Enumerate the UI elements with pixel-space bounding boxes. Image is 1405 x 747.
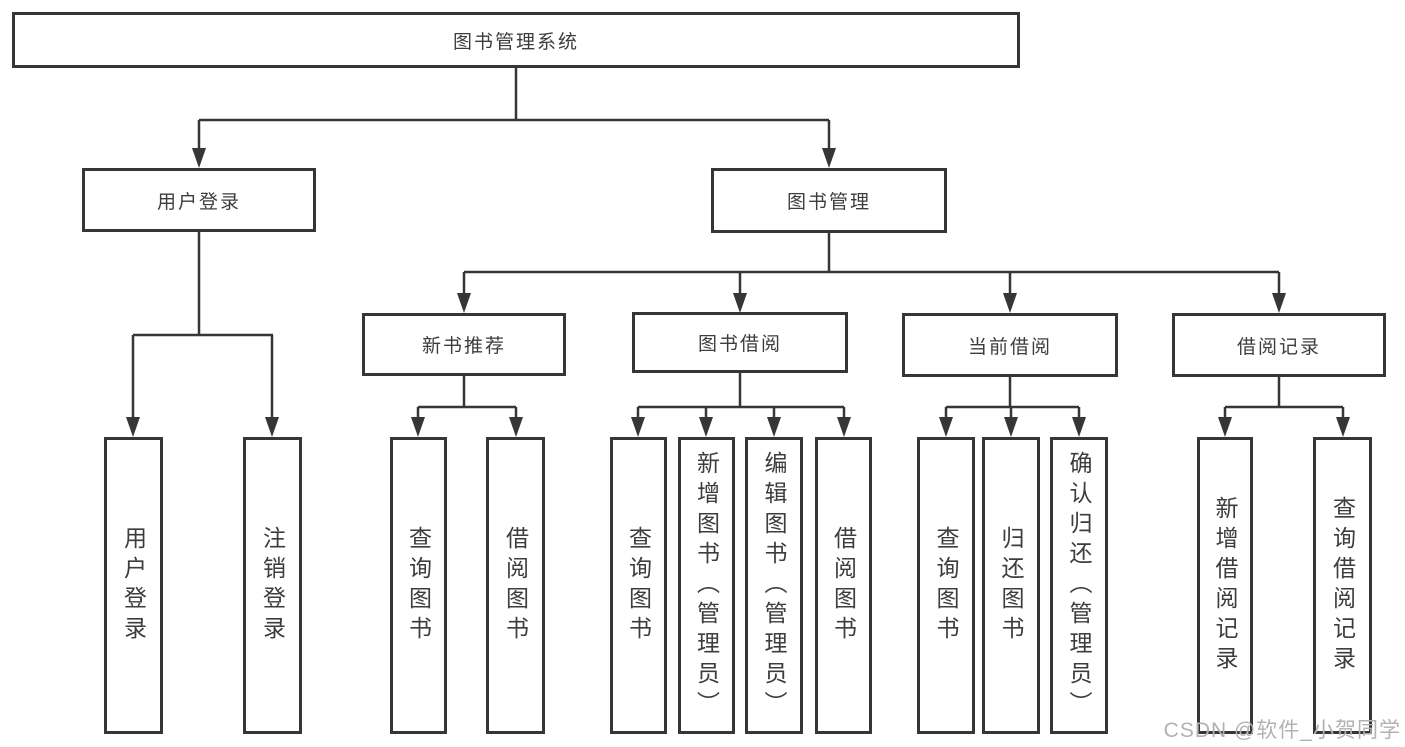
arrowhead-icons bbox=[126, 148, 1350, 437]
node-borrow-books-borrowing: 借阅图书 bbox=[815, 437, 872, 734]
node-label: 归还图书 bbox=[998, 525, 1024, 646]
node-book-management: 图书管理 bbox=[711, 168, 947, 233]
node-label: 用户登录 bbox=[156, 191, 241, 213]
node-label: 注销登录 bbox=[259, 525, 286, 646]
node-borrow-books-recommend: 借阅图书 bbox=[486, 437, 545, 734]
csdn-watermark: CSDN @软件_小贺同学 bbox=[1163, 719, 1401, 742]
node-label: 当前借阅 bbox=[967, 336, 1052, 358]
node-label: 新增图书（管理员） bbox=[693, 450, 720, 721]
node-label: 查询图书 bbox=[405, 525, 432, 646]
node-library-management-system: 图书管理系统 bbox=[12, 12, 1020, 68]
node-label: 借阅图书 bbox=[830, 525, 857, 646]
node-query-borrow-record: 查询借阅记录 bbox=[1313, 437, 1372, 734]
node-user-login: 用户登录 bbox=[82, 168, 316, 232]
node-label: 查询图书 bbox=[625, 525, 652, 646]
node-label: 新增借阅记录 bbox=[1212, 495, 1238, 676]
node-label: 查询图书 bbox=[933, 525, 959, 646]
node-query-books-current: 查询图书 bbox=[917, 437, 975, 734]
node-label: 查询借阅记录 bbox=[1329, 495, 1356, 676]
node-user-login-action: 用户登录 bbox=[104, 437, 163, 734]
node-book-borrowing: 图书借阅 bbox=[632, 312, 848, 373]
node-label: 图书管理系统 bbox=[452, 31, 579, 53]
node-label: 图书管理 bbox=[786, 192, 871, 213]
node-query-books-borrowing: 查询图书 bbox=[610, 437, 667, 734]
node-label: 借阅记录 bbox=[1236, 336, 1321, 358]
node-label: 借阅图书 bbox=[502, 525, 529, 646]
node-return-book: 归还图书 bbox=[982, 437, 1040, 734]
node-label: 确认归还（管理员） bbox=[1066, 450, 1092, 721]
node-new-book-recommend: 新书推荐 bbox=[362, 313, 566, 376]
node-add-book-admin: 新增图书（管理员） bbox=[678, 437, 735, 734]
node-label: 图书借阅 bbox=[697, 334, 782, 355]
node-label: 新书推荐 bbox=[421, 336, 506, 357]
node-label: 用户登录 bbox=[120, 525, 147, 646]
node-label: 编辑图书（管理员） bbox=[761, 450, 787, 721]
node-confirm-return-admin: 确认归还（管理员） bbox=[1050, 437, 1108, 734]
node-add-borrow-record: 新增借阅记录 bbox=[1197, 437, 1253, 734]
node-edit-book-admin: 编辑图书（管理员） bbox=[745, 437, 803, 734]
node-logout-action: 注销登录 bbox=[243, 437, 302, 734]
node-current-borrowing: 当前借阅 bbox=[902, 313, 1118, 377]
node-query-books-recommend: 查询图书 bbox=[390, 437, 447, 734]
node-borrowing-records: 借阅记录 bbox=[1172, 313, 1386, 377]
